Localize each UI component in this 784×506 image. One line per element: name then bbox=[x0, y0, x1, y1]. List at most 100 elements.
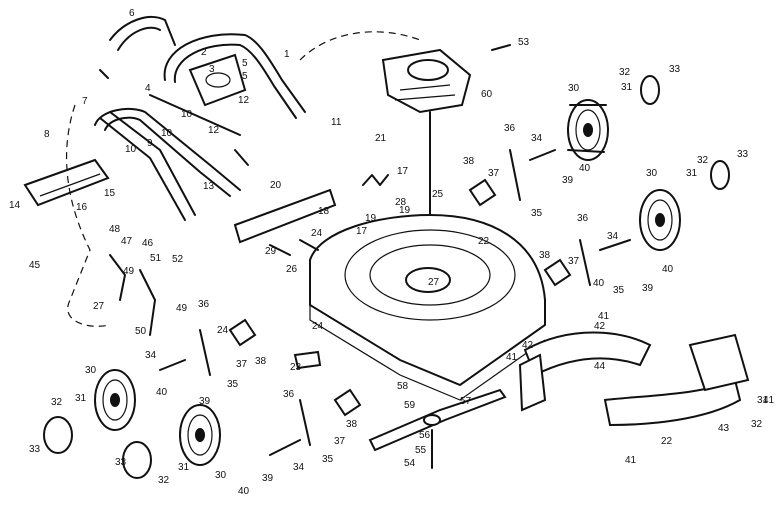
part-label: 56 bbox=[419, 430, 431, 441]
part-label: 22 bbox=[661, 436, 673, 447]
part-label: 41 bbox=[506, 352, 518, 363]
part-label: 55 bbox=[415, 445, 427, 456]
part-label: 42 bbox=[594, 321, 606, 332]
front-wheel-upper bbox=[94, 369, 136, 431]
part-label: 35 bbox=[227, 379, 239, 390]
part-label: 49 bbox=[123, 266, 135, 277]
part-label: 54 bbox=[404, 458, 416, 469]
part-label: 14 bbox=[9, 200, 21, 211]
part-label: 34 bbox=[531, 133, 543, 144]
part-label: 37 bbox=[334, 436, 346, 447]
hubcap-upper bbox=[640, 75, 660, 105]
part-label: 35 bbox=[531, 208, 543, 219]
part-label: 34 bbox=[293, 462, 305, 473]
part-label: 36 bbox=[577, 213, 589, 224]
part-label: 37 bbox=[236, 359, 248, 370]
part-label: 27 bbox=[428, 277, 440, 288]
part-label: 12 bbox=[238, 95, 250, 106]
part-label: 36 bbox=[198, 299, 210, 310]
part-label: 20 bbox=[270, 180, 282, 191]
part-label: 53 bbox=[518, 37, 530, 48]
part-label: 41 bbox=[763, 395, 775, 406]
part-label: 31 bbox=[757, 395, 769, 406]
part-label: 41 bbox=[598, 311, 610, 322]
part-label: 22 bbox=[478, 236, 490, 247]
part-label: 27 bbox=[93, 301, 105, 312]
part-label: 34 bbox=[607, 231, 619, 242]
part-label: 60 bbox=[481, 89, 493, 100]
part-label: 30 bbox=[646, 168, 658, 179]
part-label: 8 bbox=[44, 129, 50, 140]
part-label: 31 bbox=[686, 168, 698, 179]
part-label: 43 bbox=[718, 423, 730, 434]
part-label: 30 bbox=[215, 470, 227, 481]
part-label: 31 bbox=[621, 82, 633, 93]
part-label: 32 bbox=[697, 155, 709, 166]
part-label: 38 bbox=[346, 419, 358, 430]
part-label: 10 bbox=[181, 109, 193, 120]
part-label: 32 bbox=[751, 419, 763, 430]
part-label: 17 bbox=[356, 226, 368, 237]
part-label: 33 bbox=[737, 149, 749, 160]
part-label: 1 bbox=[284, 49, 290, 60]
part-label: 52 bbox=[172, 254, 184, 265]
part-label: 41 bbox=[625, 455, 637, 466]
part-label: 49 bbox=[176, 303, 188, 314]
part-label: 39 bbox=[199, 396, 211, 407]
part-label: 59 bbox=[404, 400, 416, 411]
part-label: 37 bbox=[568, 256, 580, 267]
part-label: 13 bbox=[203, 181, 215, 192]
part-label: 33 bbox=[669, 64, 681, 75]
part-label: 25 bbox=[432, 189, 444, 200]
front-wheel-lower bbox=[179, 404, 221, 466]
engine bbox=[381, 48, 472, 301]
part-label: 12 bbox=[208, 125, 220, 136]
part-label: 15 bbox=[104, 188, 116, 199]
mower-deck bbox=[309, 213, 546, 401]
part-label: 40 bbox=[156, 387, 168, 398]
part-label: 16 bbox=[76, 202, 88, 213]
part-label: 39 bbox=[262, 473, 274, 484]
part-label: 29 bbox=[265, 246, 277, 257]
part-label: 45 bbox=[29, 260, 41, 271]
part-label: 24 bbox=[217, 325, 229, 336]
part-label: 40 bbox=[593, 278, 605, 289]
part-label: 37 bbox=[488, 168, 500, 179]
part-label: 2 bbox=[201, 47, 207, 58]
part-label: 31 bbox=[75, 393, 87, 404]
upper-handle bbox=[99, 15, 306, 119]
lower-handle bbox=[94, 94, 241, 221]
part-label: 38 bbox=[255, 356, 267, 367]
part-label: 9 bbox=[147, 138, 153, 149]
part-label: 11 bbox=[331, 117, 342, 128]
blade bbox=[368, 388, 507, 469]
hubcap-front-lower bbox=[122, 441, 152, 479]
part-label: 24 bbox=[311, 228, 323, 239]
part-label: 26 bbox=[286, 264, 298, 275]
part-label: 32 bbox=[51, 397, 63, 408]
part-label: 38 bbox=[463, 156, 475, 167]
part-label: 17 bbox=[397, 166, 409, 177]
part-label: 40 bbox=[579, 163, 591, 174]
part-label: 40 bbox=[238, 486, 250, 497]
part-label: 6 bbox=[129, 8, 135, 19]
grass-bag-frame bbox=[23, 158, 110, 207]
part-label: 36 bbox=[283, 389, 295, 400]
part-label: 19 bbox=[399, 205, 411, 216]
part-label: 44 bbox=[594, 361, 606, 372]
part-label: 30 bbox=[85, 365, 97, 376]
part-label: 23 bbox=[290, 362, 302, 373]
part-label: 4 bbox=[145, 83, 151, 94]
part-label: 31 bbox=[178, 462, 190, 473]
part-label: 48 bbox=[109, 224, 121, 235]
part-label: 10 bbox=[125, 144, 137, 155]
part-label: 3 bbox=[209, 64, 215, 75]
hubcap-front-upper bbox=[43, 416, 73, 454]
part-label: 58 bbox=[397, 381, 409, 392]
part-label: 5 bbox=[242, 58, 248, 69]
part-label: 24 bbox=[312, 321, 324, 332]
part-label: 34 bbox=[145, 350, 157, 361]
part-label: 7 bbox=[82, 96, 88, 107]
part-label: 10 bbox=[161, 128, 173, 139]
